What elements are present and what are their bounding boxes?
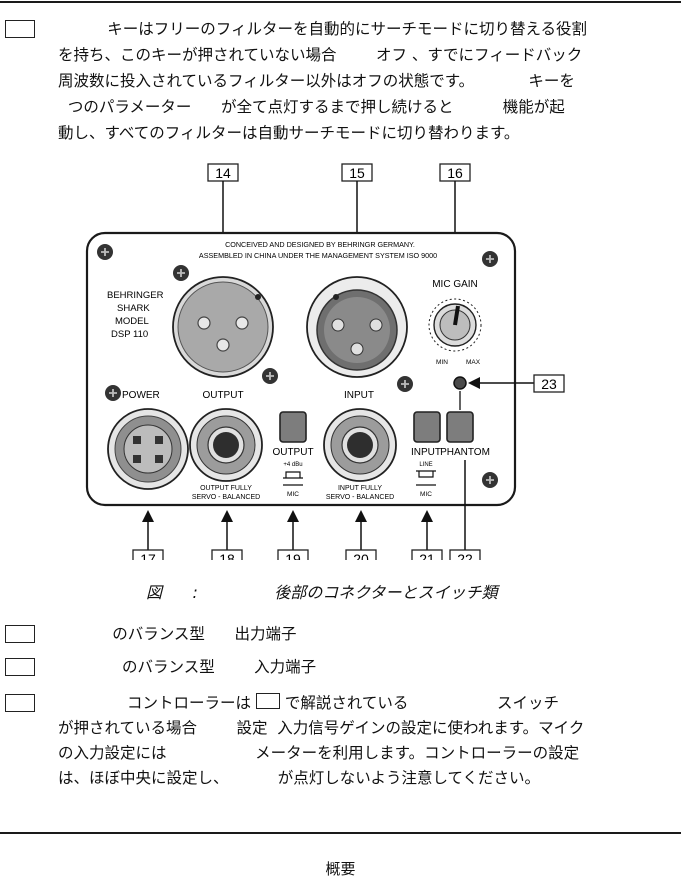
- output-label: OUTPUT: [202, 390, 243, 401]
- brand-line: SHARK: [117, 303, 150, 314]
- screw-icon: [262, 368, 278, 384]
- max-label: MAX: [466, 359, 481, 366]
- bottom-paragraph-line-1-pre: コントローラーは: [58, 694, 256, 712]
- bottom-paragraph-line-1-post: で解説されている スイッチ: [279, 694, 560, 712]
- screw-icon: [482, 472, 498, 488]
- power-connector: [107, 408, 189, 490]
- switch-position-icon: [416, 470, 436, 486]
- callout-19: 19: [277, 510, 309, 560]
- mic-gain-label: MIC GAIN: [432, 279, 478, 290]
- output-level-switch[interactable]: [279, 411, 307, 443]
- output-switch-sub-bottom: MIC: [287, 491, 299, 498]
- power-label: POWER: [122, 390, 160, 401]
- bottom-paragraph-line-4: は、ほぼ中央に設定し、 が点灯しないよう注意してください。: [58, 769, 541, 787]
- screw-icon: [173, 265, 189, 281]
- page-footer: 概要: [325, 860, 356, 878]
- item-number-box: [5, 625, 35, 643]
- svg-text:23: 23: [541, 376, 557, 392]
- min-label: MIN: [436, 359, 448, 366]
- svg-text:18: 18: [219, 551, 235, 560]
- panel-header-text: CONCEIVED AND DESIGNED BY BEHRINGR GERMA…: [225, 240, 415, 249]
- svg-text:21: 21: [419, 551, 435, 560]
- screw-icon: [397, 376, 413, 392]
- phantom-led-icon: [453, 376, 467, 390]
- item-input-connector: のバランス型 入力端子: [58, 658, 317, 676]
- figure-caption: 図 : 後部のコネクターとスイッチ類: [146, 583, 498, 602]
- svg-text:14: 14: [215, 165, 231, 181]
- svg-text:22: 22: [457, 551, 473, 560]
- callout-18: 18: [211, 510, 243, 560]
- screw-icon: [105, 385, 121, 401]
- screw-icon: [482, 251, 498, 267]
- svg-text:19: 19: [285, 551, 301, 560]
- callout-20: 20: [345, 510, 377, 560]
- item-number-box: [5, 658, 35, 676]
- input-switch-label: INPUT: [411, 447, 441, 458]
- output-switch-label: OUTPUT: [272, 447, 313, 458]
- rear-panel-figure: 14 15 16 CONCEIVED AND DESIGNED BY BEHRI…: [85, 163, 565, 560]
- svg-text:15: 15: [349, 165, 365, 181]
- bottom-paragraph-line-3: の入力設定には メーターを利用します。コントローラーの設定: [58, 744, 580, 762]
- top-paragraph-line-3: 周波数に投入されているフィルター以外はオフの状態です。 キーを: [58, 72, 575, 90]
- output-jack-caption-2: SERVO - BALANCED: [192, 494, 260, 501]
- input-switch-sub-top: LINE: [419, 462, 432, 468]
- svg-text:17: 17: [140, 551, 156, 560]
- output-switch-sub-top: +4 dBu: [283, 462, 302, 468]
- phantom-switch[interactable]: [446, 411, 474, 443]
- brand-line: MODEL: [115, 316, 149, 327]
- section-number-box: [5, 20, 35, 38]
- callout-17: 17: [132, 510, 164, 560]
- top-rule: [0, 1, 681, 3]
- input-level-switch[interactable]: [413, 411, 441, 443]
- top-paragraph-line-2: を持ち、このキーが押されていない場合 オフ 、すでにフィードバック: [58, 46, 583, 64]
- callout-22: 22: [449, 460, 481, 560]
- output-jack-connector: [189, 408, 263, 482]
- inline-reference-box: [255, 693, 280, 709]
- brand-line: DSP 110: [111, 329, 148, 340]
- screw-icon: [97, 244, 113, 260]
- bottom-rule: [0, 832, 681, 834]
- top-paragraph-line-4: つのパラメーター が全て点灯するまで押し続けると 機能が起: [58, 98, 565, 116]
- xlr-input-connector: [306, 276, 408, 378]
- panel-header-text-2: ASSEMBLED IN CHINA UNDER THE MANAGEMENT …: [199, 251, 437, 260]
- switch-position-icon: [283, 471, 303, 486]
- bottom-paragraph-line-1: コントローラーは で解説されている スイッチ: [58, 691, 559, 715]
- item-number-box: [5, 694, 35, 712]
- xlr-output-connector: [172, 276, 274, 378]
- input-label: INPUT: [344, 390, 374, 401]
- input-jack-caption: INPUT FULLY: [338, 485, 382, 492]
- input-jack-caption-2: SERVO - BALANCED: [326, 494, 394, 501]
- output-jack-caption: OUTPUT FULLY: [200, 485, 252, 492]
- input-jack-connector: [323, 408, 397, 482]
- bottom-paragraph-line-2: が押されている場合 設定 入力信号ゲインの設定に使われます。マイク: [58, 719, 585, 737]
- item-output-connector: のバランス型 出力端子: [58, 625, 297, 643]
- mic-gain-knob[interactable]: [428, 298, 482, 352]
- brand-line: BEHRINGER: [107, 290, 164, 301]
- top-paragraph-line-5: 動し、すべてのフィルターは自動サーチモードに切り替わります。: [58, 124, 520, 142]
- input-switch-sub-bottom: MIC: [420, 491, 432, 498]
- phantom-label: PHANTOM: [440, 447, 490, 458]
- svg-text:20: 20: [353, 551, 369, 560]
- top-paragraph-line-1: キーはフリーのフィルターを自動的にサーチモードに切り替える役割: [58, 20, 587, 38]
- svg-text:16: 16: [447, 165, 463, 181]
- callout-21: 21: [411, 510, 443, 560]
- callout-23: 23: [468, 374, 565, 393]
